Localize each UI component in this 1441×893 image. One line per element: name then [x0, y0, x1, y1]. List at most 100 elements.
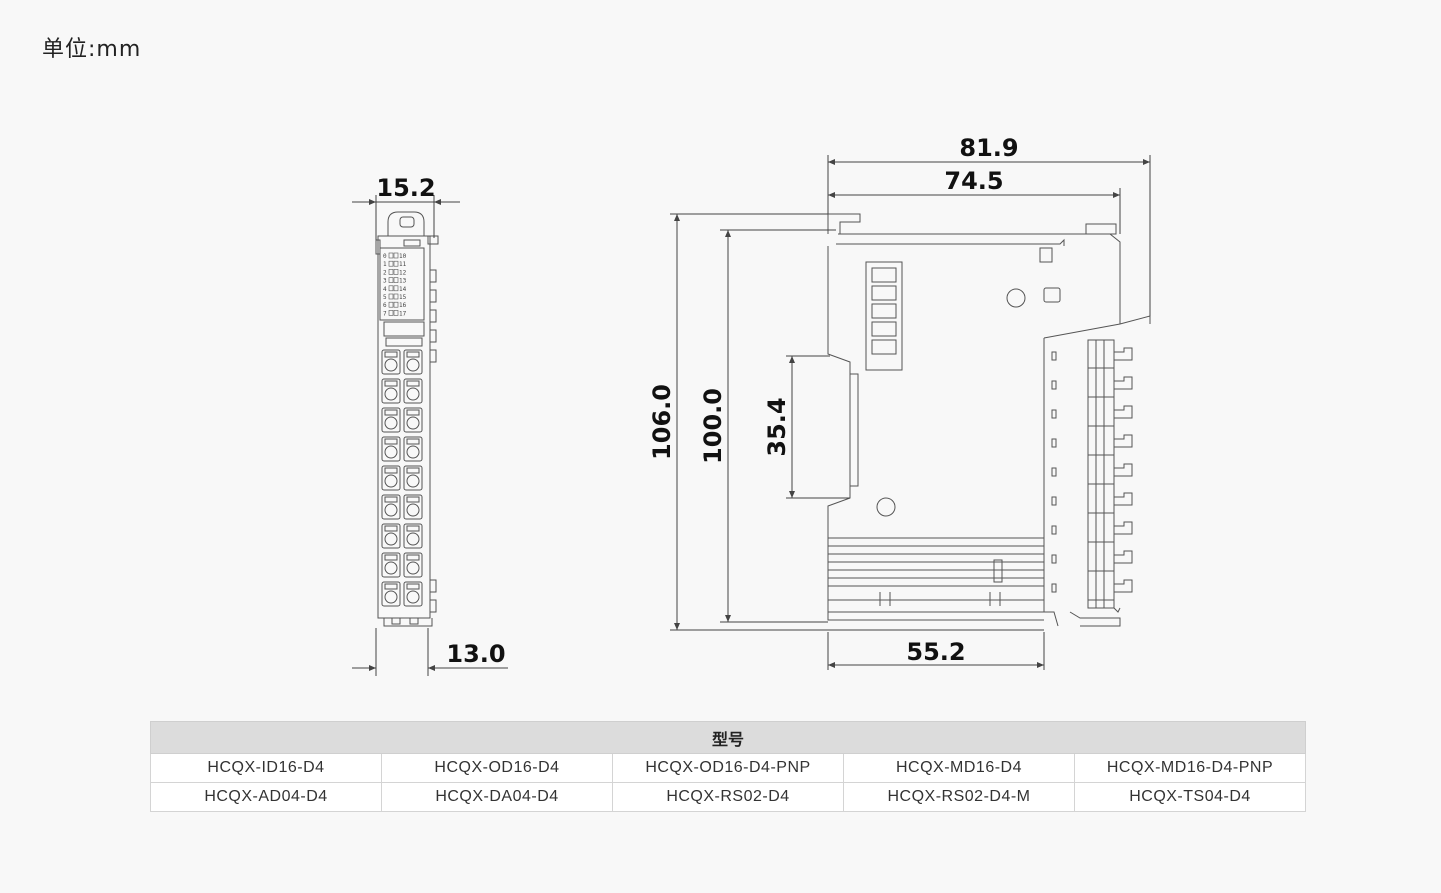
indicator-label: 12 — [399, 269, 407, 276]
terminal-screw — [384, 445, 398, 459]
terminal-screw — [406, 561, 420, 575]
terminal-screw — [384, 503, 398, 517]
indicator-label: 6 — [383, 302, 387, 309]
terminal-slot — [381, 581, 401, 607]
terminal-slot — [381, 465, 401, 491]
terminal-screw — [406, 503, 420, 517]
dim-side-body-depth: 74.5 — [944, 167, 1003, 195]
terminal-lever — [384, 351, 398, 358]
pin-marker — [1051, 583, 1057, 593]
pin-marker — [1051, 467, 1057, 477]
indicator-label: 7 — [383, 310, 387, 317]
dim-side-body-height: 100.0 — [699, 388, 727, 464]
terminal-lever — [384, 554, 398, 561]
pin-marker — [1051, 409, 1057, 419]
side-pin — [1051, 492, 1133, 514]
side-pin — [1051, 347, 1133, 369]
terminal-slot — [381, 494, 401, 520]
terminal-slot — [403, 407, 423, 433]
indicator-label: 2 — [383, 269, 387, 276]
terminal-screw — [406, 474, 420, 488]
dim-front-width: 15.2 — [376, 174, 435, 202]
terminal-screw — [406, 387, 420, 401]
pin-marker — [1051, 351, 1057, 361]
terminal-lever — [406, 380, 420, 387]
led-box — [393, 310, 399, 316]
model-cell: HCQX-RS02-D4-M — [843, 782, 1075, 812]
pin-marker — [1051, 496, 1057, 506]
terminal-screw — [406, 358, 420, 372]
dim-side-total-height: 106.0 — [648, 384, 676, 460]
terminal-screw — [384, 474, 398, 488]
terminal-slot — [381, 436, 401, 462]
indicator-label: 3 — [383, 278, 387, 285]
indicator-label: 4 — [383, 286, 387, 293]
terminal-lever — [406, 409, 420, 416]
terminal-slot — [381, 349, 401, 375]
model-cell: HCQX-RS02-D4 — [612, 782, 844, 812]
model-cell: HCQX-MD16-D4 — [843, 753, 1075, 783]
terminal-screw — [384, 590, 398, 604]
indicator-label: 15 — [399, 294, 407, 301]
pin-clamp — [1114, 347, 1133, 361]
led-box — [393, 260, 399, 267]
indicator-label: 16 — [399, 302, 407, 309]
terminal-slot — [381, 523, 401, 549]
front-view — [375, 211, 439, 627]
terminal-lever — [384, 583, 398, 590]
terminal-lever — [406, 467, 420, 474]
led-box — [393, 269, 399, 275]
indicator-led: 2 12 — [383, 269, 407, 276]
terminal-pair — [381, 407, 423, 433]
terminal-lever — [384, 380, 398, 387]
model-cell: HCQX-TS04-D4 — [1074, 782, 1306, 812]
indicator-label: 10 — [399, 253, 407, 260]
side-pin — [1051, 405, 1133, 427]
terminal-lever — [384, 525, 398, 532]
side-pin — [1051, 376, 1133, 398]
terminal-screw — [384, 532, 398, 546]
dim-bottom-depth: 55.2 — [906, 638, 965, 666]
terminal-pair — [381, 378, 423, 404]
led-box — [393, 293, 399, 300]
model-cell: HCQX-ID16-D4 — [150, 753, 382, 783]
terminal-slot — [403, 552, 423, 578]
terminal-lever — [406, 438, 420, 445]
led-box — [393, 252, 399, 259]
terminal-screw — [406, 532, 420, 546]
terminal-screw — [384, 416, 398, 430]
terminal-pair — [381, 494, 423, 520]
terminal-slot — [403, 494, 423, 520]
terminal-lever — [384, 438, 398, 445]
model-cell: HCQX-OD16-D4-PNP — [612, 753, 844, 783]
pin-marker — [1051, 380, 1057, 390]
terminal-pair — [381, 436, 423, 462]
side-pin — [1051, 434, 1133, 456]
dim-side-total-depth: 81.9 — [959, 134, 1018, 162]
terminal-screw — [384, 387, 398, 401]
terminal-screw — [406, 590, 420, 604]
terminal-lever — [384, 409, 398, 416]
front-terminal-blocks — [381, 349, 423, 607]
led-box — [388, 252, 394, 259]
terminal-slot — [381, 552, 401, 578]
indicator-label: 0 — [383, 253, 387, 260]
dim-rail-height: 35.4 — [763, 397, 791, 456]
led-box — [393, 301, 399, 308]
led-box — [388, 269, 394, 275]
pin-clamp — [1114, 492, 1133, 506]
side-view — [827, 213, 1151, 627]
terminal-slot — [403, 523, 423, 549]
pin-clamp — [1114, 405, 1133, 419]
pin-clamp — [1114, 579, 1133, 593]
indicator-label: 14 — [399, 286, 407, 293]
pin-marker — [1051, 554, 1057, 564]
terminal-pair — [381, 349, 423, 375]
terminal-pair — [381, 581, 423, 607]
terminal-lever — [406, 583, 420, 590]
led-box — [393, 277, 399, 283]
pin-marker — [1051, 525, 1057, 535]
